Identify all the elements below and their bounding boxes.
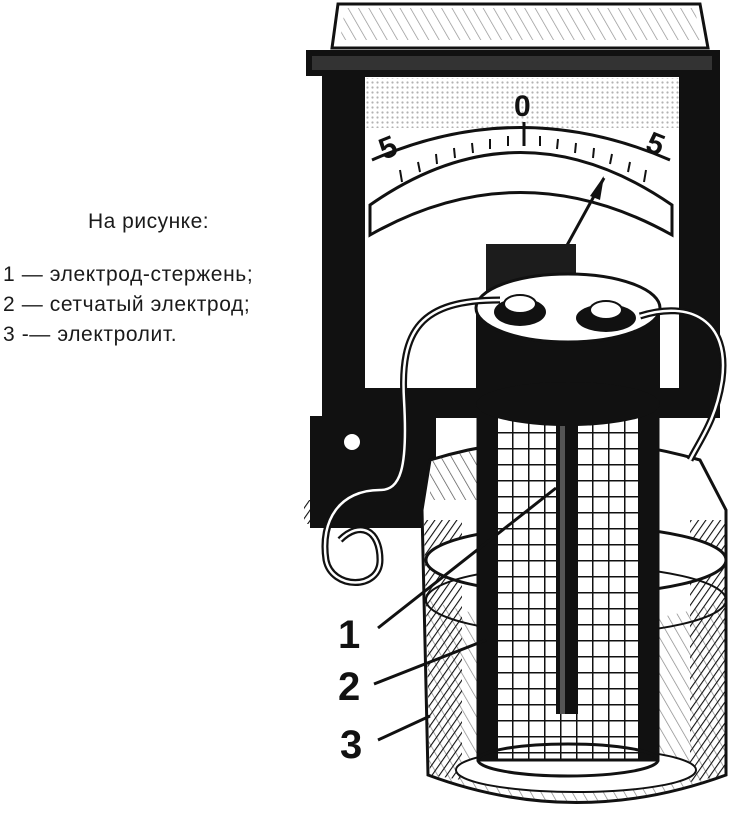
caption-line-2: 2 — сетчатый электрод; [3,293,251,316]
rod-electrode [556,330,578,714]
scale-label-zero: 0 [514,90,531,123]
electrode-cap [474,272,662,426]
caption-line-1: 1 — электрод-стержень; [3,263,254,286]
connecting-wires [321,296,727,586]
callout-1: 1 [338,613,360,657]
caption-line-3: 3 -— электролит. [3,323,178,346]
callout-3: 3 [340,723,362,767]
caption-title: На рисунке: [88,210,210,233]
callout-leaders [373,486,557,742]
callout-2: 2 [338,665,360,709]
